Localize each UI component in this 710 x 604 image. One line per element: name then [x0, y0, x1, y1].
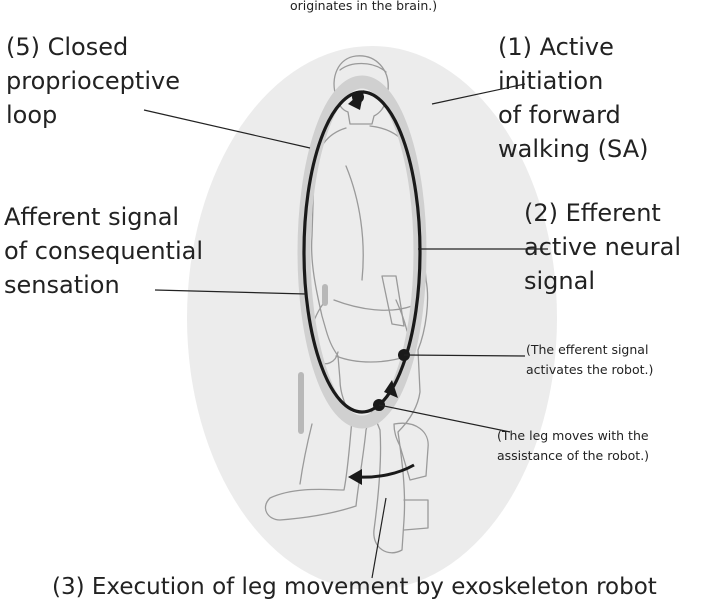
- leader-step3: [371, 497, 387, 579]
- leader-afferent: [154, 289, 307, 295]
- loop-arrow-bottom: [384, 380, 398, 398]
- step1-label: (1) Active initiation of forward walking…: [498, 33, 649, 163]
- human-figure-with-exoskeleton: [264, 55, 429, 554]
- leader-efferent-note: [403, 354, 526, 357]
- leg-movement-arrowhead: [348, 469, 362, 485]
- leg-movement-arrow: [357, 463, 415, 479]
- background-ellipse: [187, 46, 557, 590]
- leg-note-label: (The leg moves with the assistance of th…: [497, 428, 650, 463]
- afferent-signal-label: Afferent signal of consequential sensati…: [4, 203, 203, 299]
- step2-label: (2) Efferent active neural signal: [524, 199, 682, 295]
- step3-label: (3) Execution of leg movement by exoskel…: [52, 574, 657, 600]
- top-note-label: originates in the brain.): [290, 0, 438, 13]
- node-brain: [352, 91, 364, 103]
- side-shading: [298, 284, 328, 434]
- leader-step5: [143, 109, 311, 149]
- leader-step1: [431, 83, 526, 105]
- leader-lines: [143, 83, 548, 579]
- efferent-note-label: (The efferent signal activates the robot…: [526, 342, 654, 377]
- leader-leg-note: [378, 404, 511, 433]
- step5-label: (5) Closed proprioceptive loop: [6, 33, 180, 129]
